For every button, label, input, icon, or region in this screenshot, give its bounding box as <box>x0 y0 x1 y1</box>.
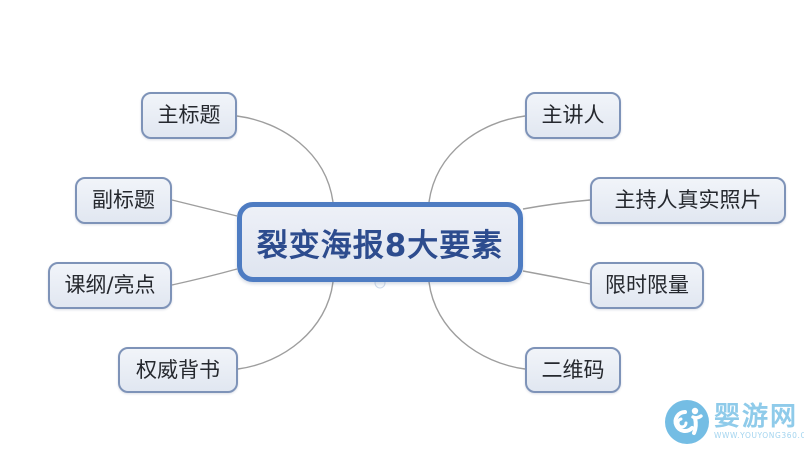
node-outline: 课纲/亮点 <box>48 262 172 309</box>
connector-qrcode <box>428 281 526 370</box>
central-topic-label: 裂变海报8大要素 <box>256 227 504 264</box>
node-label: 二维码 <box>541 357 605 382</box>
connector-limited <box>522 270 591 285</box>
node-qrcode: 二维码 <box>525 347 621 393</box>
node-speaker: 主讲人 <box>525 92 621 139</box>
node-label: 课纲/亮点 <box>64 273 156 297</box>
node-limited: 限时限量 <box>590 262 704 309</box>
watermark-site-url: WWW.YOUYONG360.COM <box>714 431 804 441</box>
youyong-logo-icon <box>665 400 709 444</box>
node-label: 主讲人 <box>541 103 605 127</box>
node-endorsement: 权威背书 <box>118 347 238 393</box>
watermark-site-name: 婴游网 <box>714 401 799 432</box>
connector-outline <box>171 268 238 286</box>
node-subtitle: 副标题 <box>75 177 172 224</box>
watermark: 婴游网 WWW.YOUYONG360.COM <box>664 398 804 446</box>
central-topic-node: 裂变海报8大要素 <box>237 202 523 282</box>
node-label: 主标题 <box>157 103 221 127</box>
connector-subtitle <box>171 199 238 217</box>
connector-main-title <box>236 115 334 203</box>
node-label: 副标题 <box>92 188 155 212</box>
node-label: 主持人真实照片 <box>614 188 762 212</box>
connector-endorsement <box>237 281 334 370</box>
node-main-title: 主标题 <box>141 92 237 139</box>
connector-speaker <box>428 115 526 203</box>
node-host-photo: 主持人真实照片 <box>590 177 786 224</box>
node-label: 权威背书 <box>136 357 220 382</box>
connector-host-photo <box>522 199 591 210</box>
node-label: 限时限量 <box>605 273 689 297</box>
